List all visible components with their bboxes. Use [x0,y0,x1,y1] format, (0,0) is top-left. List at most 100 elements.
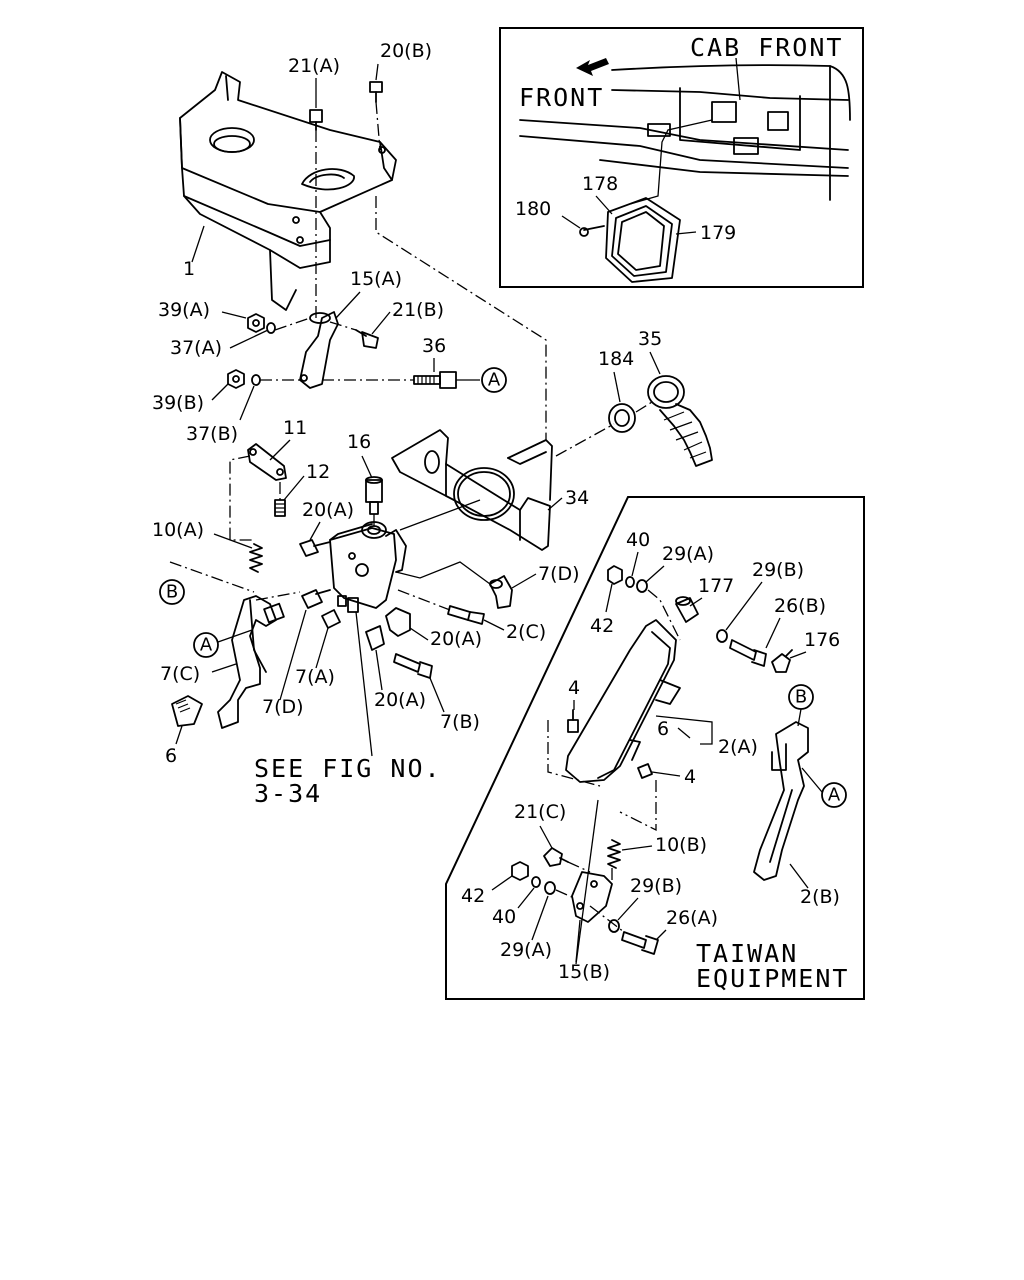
label-39b: 39(B) [152,392,204,414]
label-178: 178 [582,173,618,195]
cab-front-title: CAB FRONT [690,33,843,62]
pedal-bracket [329,521,407,613]
label-37b: 37(B) [186,423,238,445]
svg-text:A: A [200,635,213,656]
screw-12 [274,499,286,517]
callout-a-taiwan: A [821,782,847,808]
label-26a: 26(A) [666,907,718,929]
bolt-20a-lower [321,609,341,629]
label-36: 36 [422,335,446,357]
label-34: 34 [565,487,589,509]
washer-29a-top [636,579,648,593]
bolt-20a-middle [301,589,331,609]
pedal-2c [217,595,285,729]
label-2c: 7(C) [160,663,200,685]
see-fig-line2: 3-34 [254,779,322,808]
callout-a-main-1: A [481,367,507,393]
label-29b-top: 29(B) [752,559,804,581]
label-20a-1: 20(A) [302,499,354,521]
washer-29b-lower [608,919,620,933]
label-10b: 10(B) [655,834,707,856]
pedal-2b [753,721,809,881]
cab-body-sketch [519,64,851,201]
washer-29b-top [716,629,728,643]
label-12: 12 [306,461,330,483]
inset-cab-front: CAB FRONT FRONT 178 [499,27,864,288]
label-42-lower: 42 [461,885,485,907]
bolt-7c [393,653,433,679]
arm-11 [247,443,287,481]
nut-39b [227,369,245,389]
label-42-top: 42 [590,615,614,637]
label-4-lower: 4 [684,766,696,788]
gasket-179 [605,197,681,283]
callout-b-main: B [159,579,185,605]
label-2b: 2(B) [800,886,840,908]
spring-10a [249,543,263,573]
callout-b-taiwan: B [788,684,814,710]
bolt-21a [309,109,323,131]
bolt-21b [355,329,379,349]
bolt-21c [543,847,569,867]
label-6: 6 [165,745,177,767]
label-21a: 21(A) [288,55,340,77]
pedal-lever-2a [565,619,681,783]
spring-10b [607,839,621,869]
bolt-7a [447,605,485,625]
label-15a: 15(A) [350,268,402,290]
label-180: 180 [515,198,551,220]
washer-37b [251,374,261,386]
label-179: 179 [700,222,736,244]
inset-taiwan: 40 29(A) 42 177 29(B) 26(B) 176 [445,496,865,1000]
svg-text:B: B [795,687,807,708]
label-29b-lower: 29(B) [630,875,682,897]
svg-text:A: A [488,370,501,391]
main-assembly: 21(A) 20(B) 1 15(A) 39(A) 37(A) [152,40,713,808]
elbow-7d-upper [489,575,513,609]
bushing-177 [675,596,699,623]
label-40-top: 40 [626,529,650,551]
label-26b: 26(B) [774,595,826,617]
screw-180 [579,225,605,237]
nut-42-top [607,565,623,585]
fitting-7b [365,625,385,651]
label-6-taiwan: 6 [657,718,669,740]
washer-29a-lower [544,881,556,895]
see-fig-line1: SEE FIG NO. [254,754,442,783]
nut-42-lower [511,861,529,881]
label-16: 16 [347,431,371,453]
label-20a-2: 7(A) [295,666,335,688]
grommet-184 [608,403,636,433]
svg-text:A: A [828,785,841,806]
label-184: 184 [598,348,634,370]
label-4-upper: 4 [568,677,580,699]
label-35: 35 [638,328,662,350]
washer-40-lower [531,876,541,888]
inset-cab-frame [499,27,864,288]
boot-35 [647,375,713,467]
label-177: 177 [698,575,734,597]
bolt-26b [729,639,767,667]
bolt-20b [369,81,383,103]
label-29a-top: 29(A) [662,543,714,565]
label-37a: 37(A) [170,337,222,359]
label-39a: 39(A) [158,299,210,321]
washer-40-top [625,576,635,588]
pin-16 [365,476,383,515]
label-7b: 20(A) [374,689,426,711]
bolt-4-lower [637,763,653,779]
bolt-4-upper [567,709,579,733]
callout-a-main-2: A [193,632,219,658]
label-7a: 2(C) [506,621,546,643]
label-11: 11 [283,417,307,439]
label-20a-3: 7(D) [262,696,304,718]
inset-taiwan-frame [445,496,865,1000]
label-7c: 7(B) [440,711,480,733]
label-7d-1: 7(D) [538,563,580,585]
taiwan-caption-line1: TAIWAN [696,939,798,968]
label-40-lower: 40 [492,906,516,928]
label-7d-2: 20(A) [430,628,482,650]
label-176: 176 [804,629,840,651]
